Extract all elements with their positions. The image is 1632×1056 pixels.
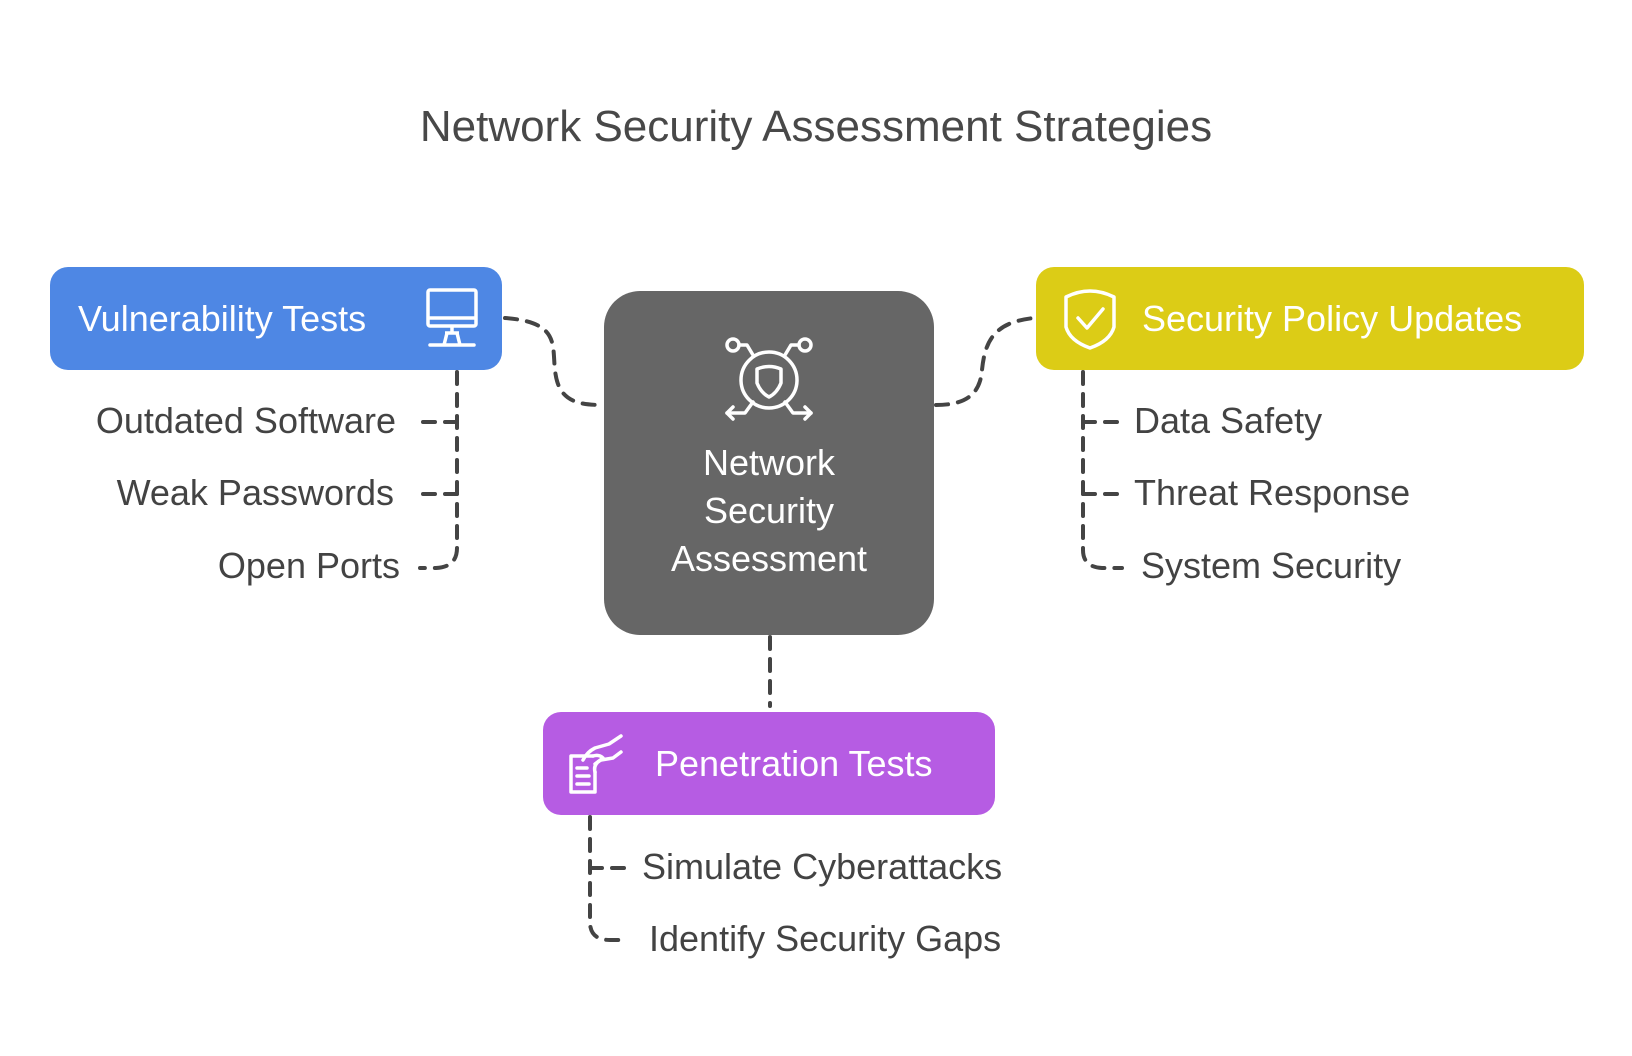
branch-label: Penetration Tests <box>655 742 933 784</box>
list-item-open-ports: Open Ports <box>217 545 400 586</box>
branch-node-vulnerability-tests: Vulnerability Tests <box>50 267 502 370</box>
branch-label: Vulnerability Tests <box>78 297 367 339</box>
branch-label: Security Policy Updates <box>1142 297 1523 339</box>
central-label-line: Security <box>703 490 835 531</box>
network-shield-icon <box>721 335 817 427</box>
central-node-network-security-assessment: Network Security Assessment <box>604 291 934 635</box>
list-item-weak-passwords: Weak Passwords <box>116 472 394 513</box>
connector-center-policy <box>934 316 1036 407</box>
central-node-label: Network Security Assessment <box>671 439 867 583</box>
list-item-data-safety: Data Safety <box>1134 400 1323 441</box>
shield-check-icon <box>1062 287 1118 351</box>
hand-document-icon <box>565 732 625 796</box>
list-item-outdated-software: Outdated Software <box>95 400 396 441</box>
branch-node-security-policy-updates: Security Policy Updates <box>1036 267 1584 370</box>
connector-vulnerability-items <box>418 370 459 570</box>
connector-penetration-items <box>588 815 630 942</box>
monitor-icon <box>424 287 480 351</box>
connector-policy-items <box>1081 370 1124 570</box>
central-label-line: Network <box>702 442 835 483</box>
list-item-system-security: System Security <box>1141 545 1402 586</box>
list-item-identify-security-gaps: Identify Security Gaps <box>649 918 1002 959</box>
list-item-threat-response: Threat Response <box>1134 472 1411 513</box>
diagram-title: Network Security Assessment Strategies <box>419 102 1213 151</box>
branch-node-penetration-tests: Penetration Tests <box>543 712 995 815</box>
connector-vulnerability-center <box>503 316 605 407</box>
list-item-simulate-cyberattacks: Simulate Cyberattacks <box>642 846 1003 887</box>
central-label-line: Assessment <box>670 538 868 579</box>
